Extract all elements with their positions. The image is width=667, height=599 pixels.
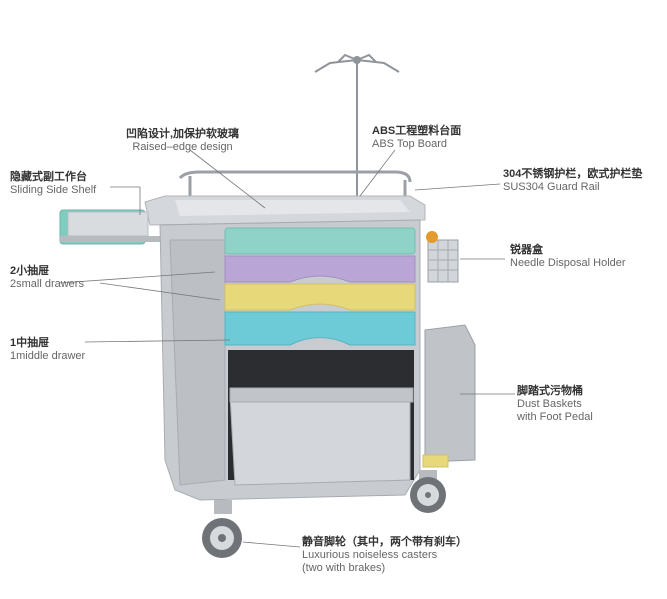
callout-dust-baskets: 脚踏式污物桶 Dust Baskets with Foot Pedal — [517, 385, 593, 424]
casters-en2: (two with brakes) — [302, 562, 386, 574]
raised-edge-en: Raised–edge design — [132, 141, 233, 153]
guard-rail-zh: 304不锈钢护栏，欧式护栏垫 — [503, 168, 643, 180]
guard-rail-en: SUS304 Guard Rail — [503, 181, 600, 193]
callout-casters: 静音脚轮（其中，两个带有刹车） Luxurious noiseless cast… — [302, 536, 467, 575]
needle-holder-zh: 锐器盒 — [510, 244, 543, 256]
middle-drawer-zh: 1中抽屉 — [10, 337, 50, 349]
abs-top-zh: ABS工程塑料台面 — [372, 125, 462, 137]
callout-raised-edge: 凹陷设计,加保护软玻璃 Raised–edge design — [126, 128, 239, 154]
callout-needle-holder: 锐器盒 Needle Disposal Holder — [510, 244, 626, 270]
dust-baskets-en2: with Foot Pedal — [517, 411, 593, 423]
dust-basket — [422, 324, 476, 468]
bottom-compartment — [228, 350, 414, 486]
iv-pole — [314, 53, 400, 200]
casters — [202, 470, 446, 558]
small-drawer-purple — [224, 255, 416, 283]
callout-small-drawers: 2小抽屉 2small drawers — [10, 265, 84, 291]
top-drawer — [224, 227, 416, 255]
casters-en: Luxurious noiseless casters — [302, 549, 438, 561]
callout-guard-rail: 304不锈钢护栏，欧式护栏垫 SUS304 Guard Rail — [503, 168, 642, 194]
raised-edge-zh: 凹陷设计,加保护软玻璃 — [126, 128, 240, 140]
needle-holder-en: Needle Disposal Holder — [510, 257, 626, 269]
small-drawer-yellow — [224, 283, 416, 311]
abs-top-en: ABS Top Board — [372, 138, 448, 150]
callout-side-shelf: 隐藏式副工作台 Sliding Side Shelf — [10, 171, 96, 197]
small-drawers-en: 2small drawers — [10, 278, 84, 290]
dust-baskets-zh: 脚踏式污物桶 — [517, 385, 583, 397]
side-shelf-en: Sliding Side Shelf — [10, 184, 97, 196]
sliding-side-shelf — [59, 209, 190, 245]
callout-middle-drawer: 1中抽屉 1middle drawer — [10, 337, 85, 363]
small-drawers-zh: 2小抽屉 — [10, 265, 50, 277]
casters-zh: 静音脚轮（其中，两个带有刹车） — [302, 536, 467, 548]
callout-lines — [59, 149, 515, 548]
side-shelf-zh: 隐藏式副工作台 — [10, 171, 87, 183]
needle-holder — [426, 231, 459, 283]
dust-baskets-en: Dust Baskets — [517, 398, 582, 410]
middle-drawer-cyan — [224, 311, 416, 346]
callout-abs-top: ABS工程塑料台面 ABS Top Board — [372, 125, 461, 151]
top-board — [144, 195, 426, 226]
drawer-stack — [224, 227, 416, 346]
middle-drawer-en: 1middle drawer — [10, 350, 86, 362]
